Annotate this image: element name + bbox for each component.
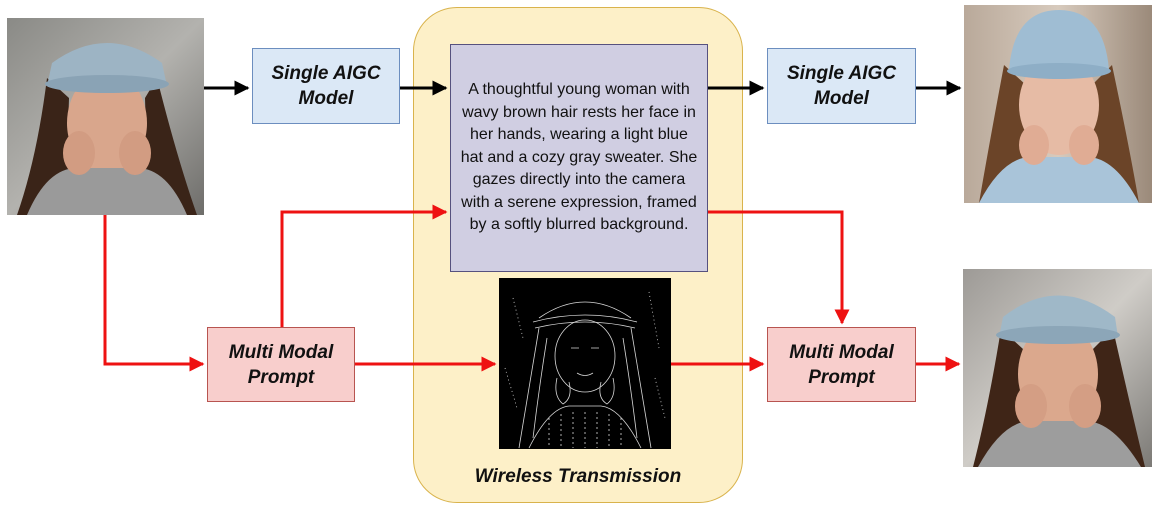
multi-modal-prompt-right-box: Multi Modal Prompt [767,327,916,402]
multi-modal-prompt-right-line2: Prompt [808,366,875,388]
arrow-caption-to-multimodal-prompt [708,210,850,325]
caption-text-box: A thoughtful young woman with wavy brown… [450,44,708,272]
multi-modal-prompt-right-line1: Multi Modal [789,341,894,363]
single-aigc-model-right-box: Single AIGC Model [767,48,916,124]
edge-map-image [499,278,671,449]
single-aigc-model-left-box: Single AIGC Model [252,48,400,124]
multi-modal-prompt-left-line1: Multi Modal [228,341,334,363]
multi-modal-prompt-left-box: Multi Modal Prompt [207,327,355,402]
single-aigc-model-right-line1: Single AIGC [786,63,897,84]
multi-modal-prompt-left-line2: Prompt [247,366,315,388]
single-aigc-model-left-line2: Model [298,88,354,109]
arrow-multimodal-prompt-to-caption [280,204,448,327]
caption-text: A thoughtful young woman with wavy brown… [460,80,698,234]
single-aigc-model-left-line1: Single AIGC [271,63,381,84]
arrow-input-to-multimodal-prompt [103,215,205,372]
single-aigc-model-right-line2: Model [814,88,869,109]
generated-portrait-multimodal-image [963,269,1152,467]
input-portrait-image [7,18,204,215]
wireless-transmission-label: Wireless Transmission [474,466,682,487]
generated-portrait-single-image [964,5,1152,203]
